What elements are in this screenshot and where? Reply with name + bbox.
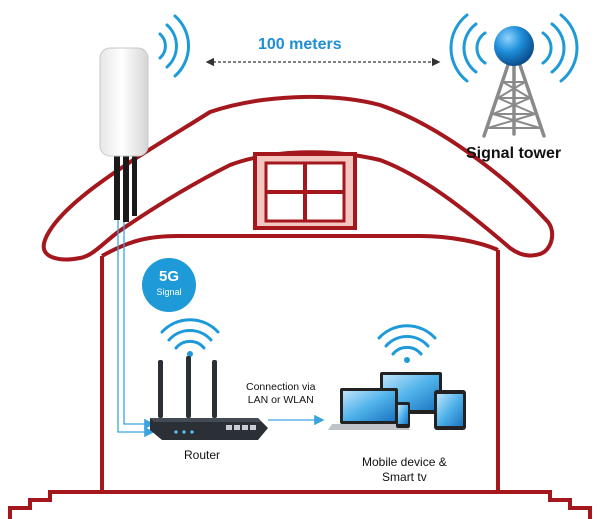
attic-window [253, 152, 357, 230]
inner-ceiling [101, 234, 499, 258]
5g-signal-badge: 5G Signal [142, 258, 196, 312]
router-wifi-icon [160, 318, 220, 357]
distance-label: 100 meters [258, 36, 342, 53]
router-icon [150, 356, 268, 440]
router-label: Router [184, 448, 221, 462]
devices-wifi-icon [377, 324, 437, 363]
house-base [8, 490, 592, 519]
signal-tower-icon [449, 13, 579, 138]
wifi-waves-icon [158, 14, 190, 78]
cable-route [117, 220, 155, 438]
badge-sub-text: Signal [156, 287, 182, 297]
connection-label: Connection via LAN or WLAN [246, 381, 315, 407]
mobile-label-line2: Smart tv [382, 470, 427, 484]
mobile-label-line1: Mobile device & [362, 455, 447, 469]
roof [41, 94, 555, 262]
outdoor-cpe-antenna [99, 47, 149, 222]
devices-icon [328, 372, 466, 430]
mobile-devices-label: Mobile device & Smart tv [362, 455, 447, 485]
connection-label-line1: Connection via [246, 381, 316, 393]
badge-main-text: 5G [158, 268, 179, 285]
house [8, 94, 592, 519]
house-walls [100, 250, 500, 492]
connection-label-line2: LAN or WLAN [247, 394, 314, 406]
signal-tower-label: Signal tower [466, 145, 562, 162]
